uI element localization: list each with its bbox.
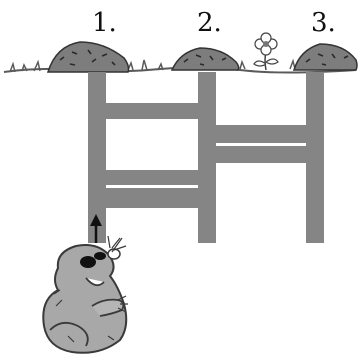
up-arrow-icon bbox=[90, 214, 102, 243]
molehill-icon bbox=[46, 41, 130, 73]
tunnel-entrance-label-3: 3. bbox=[311, 8, 336, 38]
tunnel-vertical-2 bbox=[198, 72, 216, 243]
flower-icon bbox=[253, 32, 279, 71]
molehill-icon bbox=[170, 47, 240, 71]
tunnel-maze bbox=[88, 72, 324, 243]
tunnel-entrance-label-1: 1. bbox=[92, 8, 117, 38]
tunnel-rung-2-3-gap bbox=[216, 143, 306, 146]
mole-icon bbox=[42, 235, 128, 354]
tunnel-rung-1-2-top bbox=[106, 103, 198, 119]
molehill-icon bbox=[292, 43, 358, 71]
tunnel-vertical-1 bbox=[88, 72, 106, 243]
tunnel-vertical-3 bbox=[306, 72, 324, 243]
tunnel-rung-1-2-bottom bbox=[106, 170, 198, 208]
tunnel-rung-1-2-bottom-gap bbox=[106, 185, 198, 188]
tunnel-entrance-label-2: 2. bbox=[197, 8, 222, 38]
